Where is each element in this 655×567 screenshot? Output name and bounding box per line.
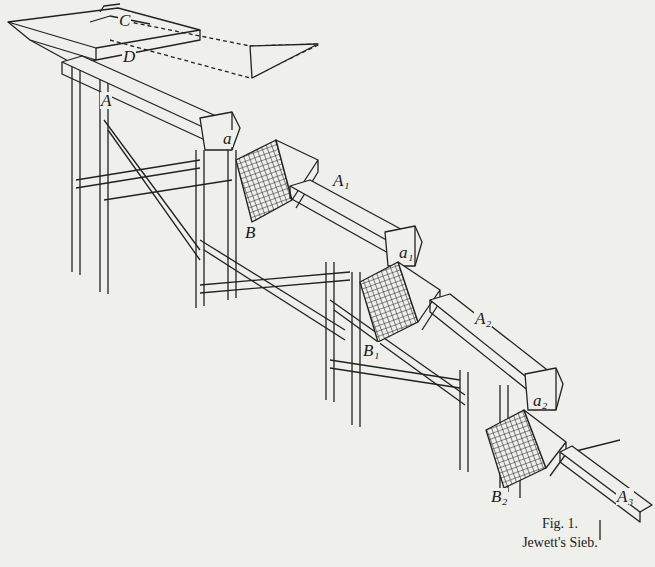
part-letter: B₁ <box>362 342 380 359</box>
screen-chute <box>524 410 566 476</box>
part-letter: B₂ <box>490 488 508 505</box>
screen-chute <box>398 262 440 330</box>
part-letter: A₁ <box>332 172 350 189</box>
frame-legs <box>72 60 620 540</box>
figure-caption: Fig. 1. Jewett's Sieb. <box>520 515 600 553</box>
chute <box>290 180 422 266</box>
part-letter: a₁ <box>398 244 414 261</box>
chute <box>430 294 563 410</box>
part-letter: a <box>222 130 233 147</box>
part-letter: a₂ <box>532 392 548 409</box>
chute <box>560 446 652 522</box>
part-letter: A₂ <box>474 310 492 327</box>
part-letter: A₃ <box>616 488 634 505</box>
feed-hopper <box>8 4 320 78</box>
part-letter: A <box>100 92 112 109</box>
part-letter: D <box>122 48 136 65</box>
part-letter: C <box>118 12 131 29</box>
chute <box>62 56 240 150</box>
part-letter: B <box>244 224 256 241</box>
